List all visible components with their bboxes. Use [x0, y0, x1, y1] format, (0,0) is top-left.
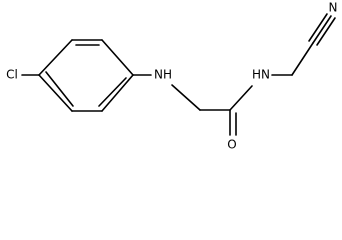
- oxygen-label: O: [227, 138, 236, 152]
- nitrile-triple-bond-1: [312, 15, 332, 44]
- carbonyl-to-amide-n-bond: [229, 85, 253, 111]
- amide-nh-label: HN: [252, 68, 270, 82]
- chemical-structure-diagram: Cl NH HN O N: [6, 1, 338, 152]
- nh-to-ch2-bond: [171, 84, 201, 111]
- aniline-nh-label: NH: [154, 68, 172, 82]
- nitrile-triple-bond-3: [316, 17, 336, 46]
- ring-double-bond-left: [45, 71, 74, 107]
- ring-double-bond-right: [98, 77, 127, 107]
- molecule-canvas: Cl NH HN O N: [6, 0, 338, 152]
- chlorine-label: Cl: [6, 68, 18, 82]
- ch2-to-nitrile-c-bond: [291, 42, 314, 76]
- nitrile-triple-bond-2: [308, 13, 328, 42]
- ring-bond-6: [38, 74, 73, 112]
- ring-bond-1: [38, 39, 73, 76]
- ring-bond-4: [101, 74, 134, 112]
- ring-bond-3: [101, 39, 134, 76]
- nitrile-n-label: N: [329, 1, 338, 15]
